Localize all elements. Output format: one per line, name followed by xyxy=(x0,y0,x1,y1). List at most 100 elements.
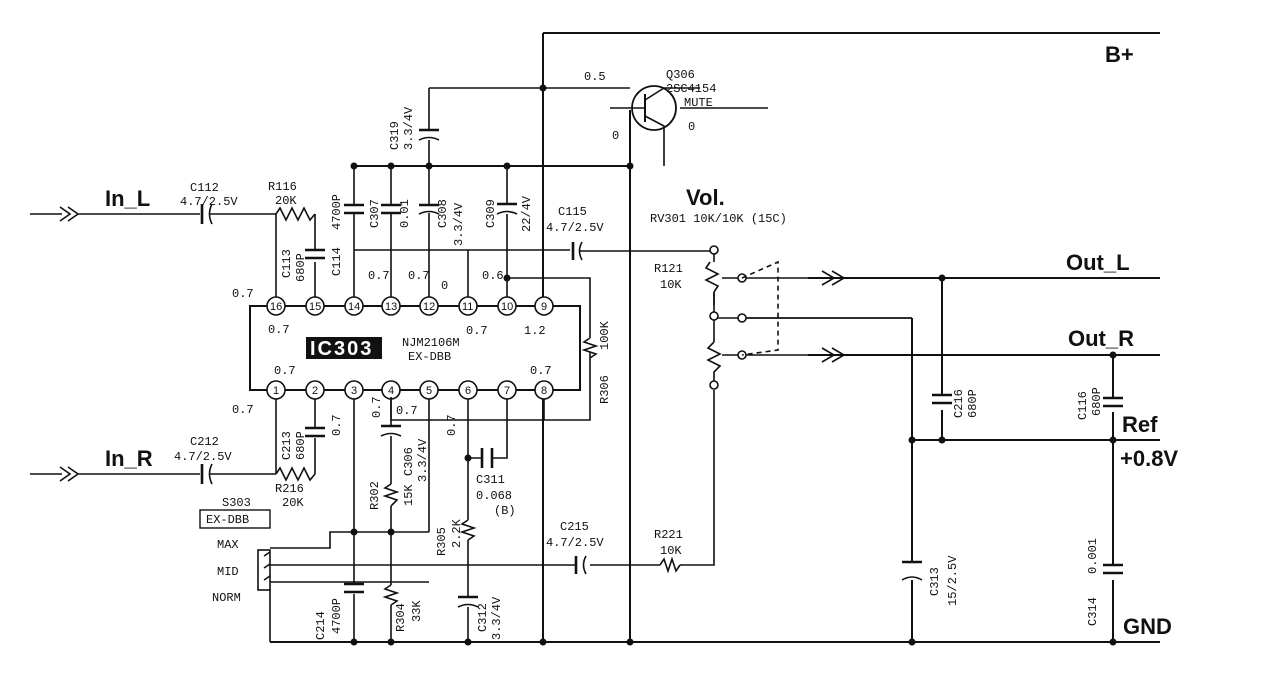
pin-14: 14 xyxy=(348,301,360,313)
ic303: IC303 NJM2106M EX-DBB xyxy=(249,305,581,391)
pin-16: 16 xyxy=(270,301,282,313)
pin-voltages: 0.7 0.7 0.7 0.7 0 0.6 0.7 1.2 0.7 0.7 0.… xyxy=(232,269,552,436)
in-r-label: In_R xyxy=(105,446,153,471)
c309-ref: C309 xyxy=(484,199,498,228)
q306-v-emit: 0 xyxy=(612,129,619,143)
v-p5: 0.7 xyxy=(396,404,418,418)
c113-ref: C113 xyxy=(280,249,294,278)
v-p14: 0.7 xyxy=(368,269,390,283)
s303-norm: NORM xyxy=(212,591,241,605)
ic-name: IC303 xyxy=(310,338,373,360)
v-p3: 0.7 xyxy=(330,414,344,436)
r305-ref: R305 xyxy=(435,527,449,556)
c215-val: 4.7/2.5V xyxy=(546,536,604,550)
bottom-network xyxy=(269,390,715,642)
c311-val: 0.068 xyxy=(476,489,512,503)
r121-val: 10K xyxy=(660,278,682,292)
c308-val: 3.3/4V xyxy=(452,202,466,246)
c214-val: 4700P xyxy=(330,598,344,634)
out-l-label: Out_L xyxy=(1066,250,1130,275)
pin-15: 15 xyxy=(309,301,321,313)
c116-val: 680P xyxy=(1090,387,1104,416)
c308-ref: C308 xyxy=(436,199,450,228)
ref-label: Ref xyxy=(1122,412,1158,437)
c319-val: 3.3/4V xyxy=(402,106,416,150)
top-bias-network xyxy=(344,87,630,421)
r116-ref: R116 xyxy=(268,180,297,194)
c115-ref: C115 xyxy=(558,205,587,219)
ic-part: NJM2106M xyxy=(402,336,460,350)
c213-ref: C213 xyxy=(280,431,294,460)
volume-pot xyxy=(706,245,912,390)
pin-10: 10 xyxy=(501,301,513,313)
c216-val: 680P xyxy=(966,389,980,418)
r121-ref: R121 xyxy=(654,262,683,276)
c216-ref: C216 xyxy=(952,389,966,418)
pin-4: 4 xyxy=(388,385,394,397)
pin-13: 13 xyxy=(385,301,397,313)
r116-val: 20K xyxy=(275,194,297,208)
v-p2: 0.7 xyxy=(274,364,296,378)
q306-v-coll: 0 xyxy=(688,120,695,134)
c214-ref: C214 xyxy=(314,611,328,640)
out-r-label: Out_R xyxy=(1068,326,1134,351)
r221-ref: R221 xyxy=(654,528,683,542)
c307-val: 0.01 xyxy=(398,199,412,228)
v-p13: 0.7 xyxy=(408,269,430,283)
component-labels: C112 4.7/2.5V R116 20K C113 680P C114 47… xyxy=(174,106,1104,640)
in-l-label: In_L xyxy=(105,186,150,211)
c212-ref: C212 xyxy=(190,435,219,449)
c311-ref: C311 xyxy=(476,473,505,487)
ref-voltage-label: +0.8V xyxy=(1120,446,1178,471)
r304-val: 33K xyxy=(410,600,424,622)
c312-ref: C312 xyxy=(476,603,490,632)
c115-val: 4.7/2.5V xyxy=(546,221,604,235)
v-p15: 0.7 xyxy=(268,323,290,337)
c112-ref: C112 xyxy=(190,181,219,195)
v-p7: 0.7 xyxy=(530,364,552,378)
c114-val: 4700P xyxy=(330,194,344,230)
v-p9: 1.2 xyxy=(524,324,546,338)
pin-5: 5 xyxy=(426,385,432,397)
ic-func: EX-DBB xyxy=(408,350,451,364)
left-output-path xyxy=(571,241,720,342)
v-p16: 0.7 xyxy=(232,287,254,301)
r216-val: 20K xyxy=(282,496,304,510)
s303-ref: S303 xyxy=(222,496,251,510)
c112-val: 4.7/2.5V xyxy=(180,195,238,209)
pin-9: 9 xyxy=(541,301,547,313)
r302-ref: R302 xyxy=(368,481,382,510)
gnd-label: GND xyxy=(1123,614,1172,639)
r305-val: 2.2K xyxy=(450,518,464,548)
c114-ref: C114 xyxy=(330,247,344,276)
r302-val: 15K xyxy=(402,484,416,506)
v-p10: 0.7 xyxy=(466,324,488,338)
c309-val: 22/4V xyxy=(520,195,534,232)
ic-pins xyxy=(266,296,554,400)
v-p4: 0.7 xyxy=(370,396,384,418)
c314-ref: C314 xyxy=(1086,597,1100,626)
v-p12: 0 xyxy=(441,279,448,293)
pin-1: 1 xyxy=(273,385,279,397)
right-channel-input xyxy=(200,399,325,485)
s303-mid: MID xyxy=(217,565,239,579)
left-channel-input xyxy=(200,203,325,297)
v-p11: 0.6 xyxy=(482,269,504,283)
pin-3: 3 xyxy=(351,385,357,397)
pin-7: 7 xyxy=(504,385,510,397)
s303-func: EX-DBB xyxy=(206,513,249,527)
c113-val: 680P xyxy=(294,253,308,282)
q306-ref: Q306 xyxy=(666,68,695,82)
c311-note: (B) xyxy=(494,504,516,518)
v-p6: 0.7 xyxy=(445,414,459,436)
c213-val: 680P xyxy=(294,431,308,460)
q306-part: 2SC4154 xyxy=(666,82,716,96)
q306-transistor xyxy=(610,85,768,166)
q306-v-base: 0.5 xyxy=(584,70,606,84)
r306-val: 100K xyxy=(598,320,612,350)
pin-12: 12 xyxy=(423,301,435,313)
connector-arrow-icons xyxy=(30,206,846,482)
bplus-label: B+ xyxy=(1105,42,1134,67)
c313-val: 15/2.5V xyxy=(946,555,960,606)
c314-val: 0.001 xyxy=(1086,538,1100,574)
